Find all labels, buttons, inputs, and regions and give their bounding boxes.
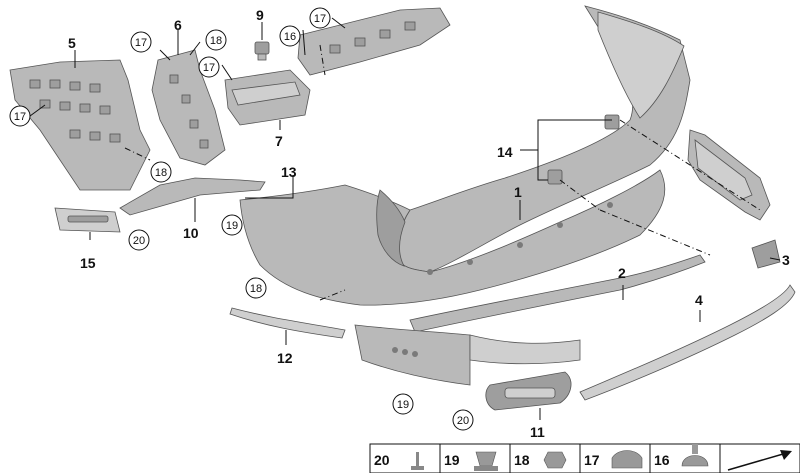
svg-text:19: 19	[397, 399, 409, 411]
lower-diffuser	[354, 324, 581, 386]
part-7-bracket	[224, 69, 311, 126]
svg-text:18: 18	[250, 283, 262, 295]
part-12-strip	[229, 307, 346, 339]
legend-expanding-nut-icon	[611, 450, 643, 469]
legend-item-20: 20	[374, 452, 390, 468]
part-15-bracket	[54, 207, 121, 233]
circled-callout-18: 18	[205, 29, 227, 51]
svg-text:17: 17	[314, 13, 326, 25]
circled-callout-19: 19	[221, 214, 243, 236]
legend-screw-icon	[411, 452, 424, 470]
callout-11: 11	[530, 424, 545, 440]
leader-lines	[29, 17, 781, 420]
part-9-clip	[254, 41, 270, 61]
callout-2: 2	[618, 265, 626, 281]
callout-4: 4	[695, 292, 703, 308]
part-4-trim-strip	[579, 284, 796, 401]
assembly-lines	[124, 44, 761, 301]
legend-direction-arrow-icon	[727, 450, 792, 471]
part-5-bracket	[9, 59, 151, 191]
callout-6: 6	[174, 17, 182, 33]
legend-item-19: 19	[444, 452, 460, 468]
legend-clip-icon	[474, 451, 498, 471]
callout-7: 7	[275, 133, 283, 149]
svg-text:20: 20	[133, 235, 145, 247]
circled-callouts: 17 18 17 16 17 17 18 20 19 18 19 20	[9, 7, 474, 431]
circled-callout-18: 18	[150, 161, 172, 183]
callout-10: 10	[183, 225, 199, 241]
svg-text:18: 18	[210, 35, 222, 47]
circled-callout-17: 17	[130, 31, 152, 53]
callout-1: 1	[514, 184, 522, 200]
svg-text:18: 18	[155, 167, 167, 179]
circled-callout-16: 16	[279, 25, 301, 47]
svg-text:17: 17	[135, 37, 147, 49]
circled-callout-17: 17	[9, 105, 31, 127]
circled-callout-17: 17	[309, 7, 331, 29]
svg-text:16: 16	[284, 31, 296, 43]
circled-callout-17: 17	[198, 56, 220, 78]
circled-callout-19: 19	[392, 393, 414, 415]
side-bracket-right	[687, 129, 771, 221]
fastener-legend: 20 19 18 17 16	[369, 443, 800, 473]
legend-item-16: 16	[654, 452, 670, 468]
circled-callout-18: 18	[245, 277, 267, 299]
legend-item-18: 18	[514, 452, 530, 468]
callout-5: 5	[68, 35, 76, 51]
callout-12: 12	[277, 350, 293, 366]
callout-13: 13	[281, 164, 297, 180]
part-14-clips	[547, 114, 620, 185]
part-10-bracket	[119, 177, 266, 216]
part-2-trim-strip	[409, 254, 706, 333]
callouts: 1 2 3 4 5 6 7 9 10 11 12 13 14 15	[68, 7, 790, 440]
svg-text:19: 19	[226, 220, 238, 232]
part-11-tailpipe-trim	[485, 371, 572, 411]
svg-text:17: 17	[14, 111, 26, 123]
legend-nut-icon	[543, 451, 567, 469]
callout-14: 14	[497, 144, 513, 160]
callout-15: 15	[80, 255, 96, 271]
svg-text:20: 20	[457, 415, 469, 427]
callout-9: 9	[256, 7, 264, 23]
legend-push-rivet-icon	[681, 444, 709, 467]
svg-text:17: 17	[203, 62, 215, 74]
circled-callout-20: 20	[128, 229, 150, 251]
part-3-clip	[751, 239, 781, 269]
part-6-bracket	[151, 49, 226, 166]
bumper-cover	[239, 5, 691, 306]
top-mounting-bracket	[297, 7, 451, 76]
circled-callout-20: 20	[452, 409, 474, 431]
legend-item-17: 17	[584, 452, 600, 468]
callout-3: 3	[782, 252, 790, 268]
